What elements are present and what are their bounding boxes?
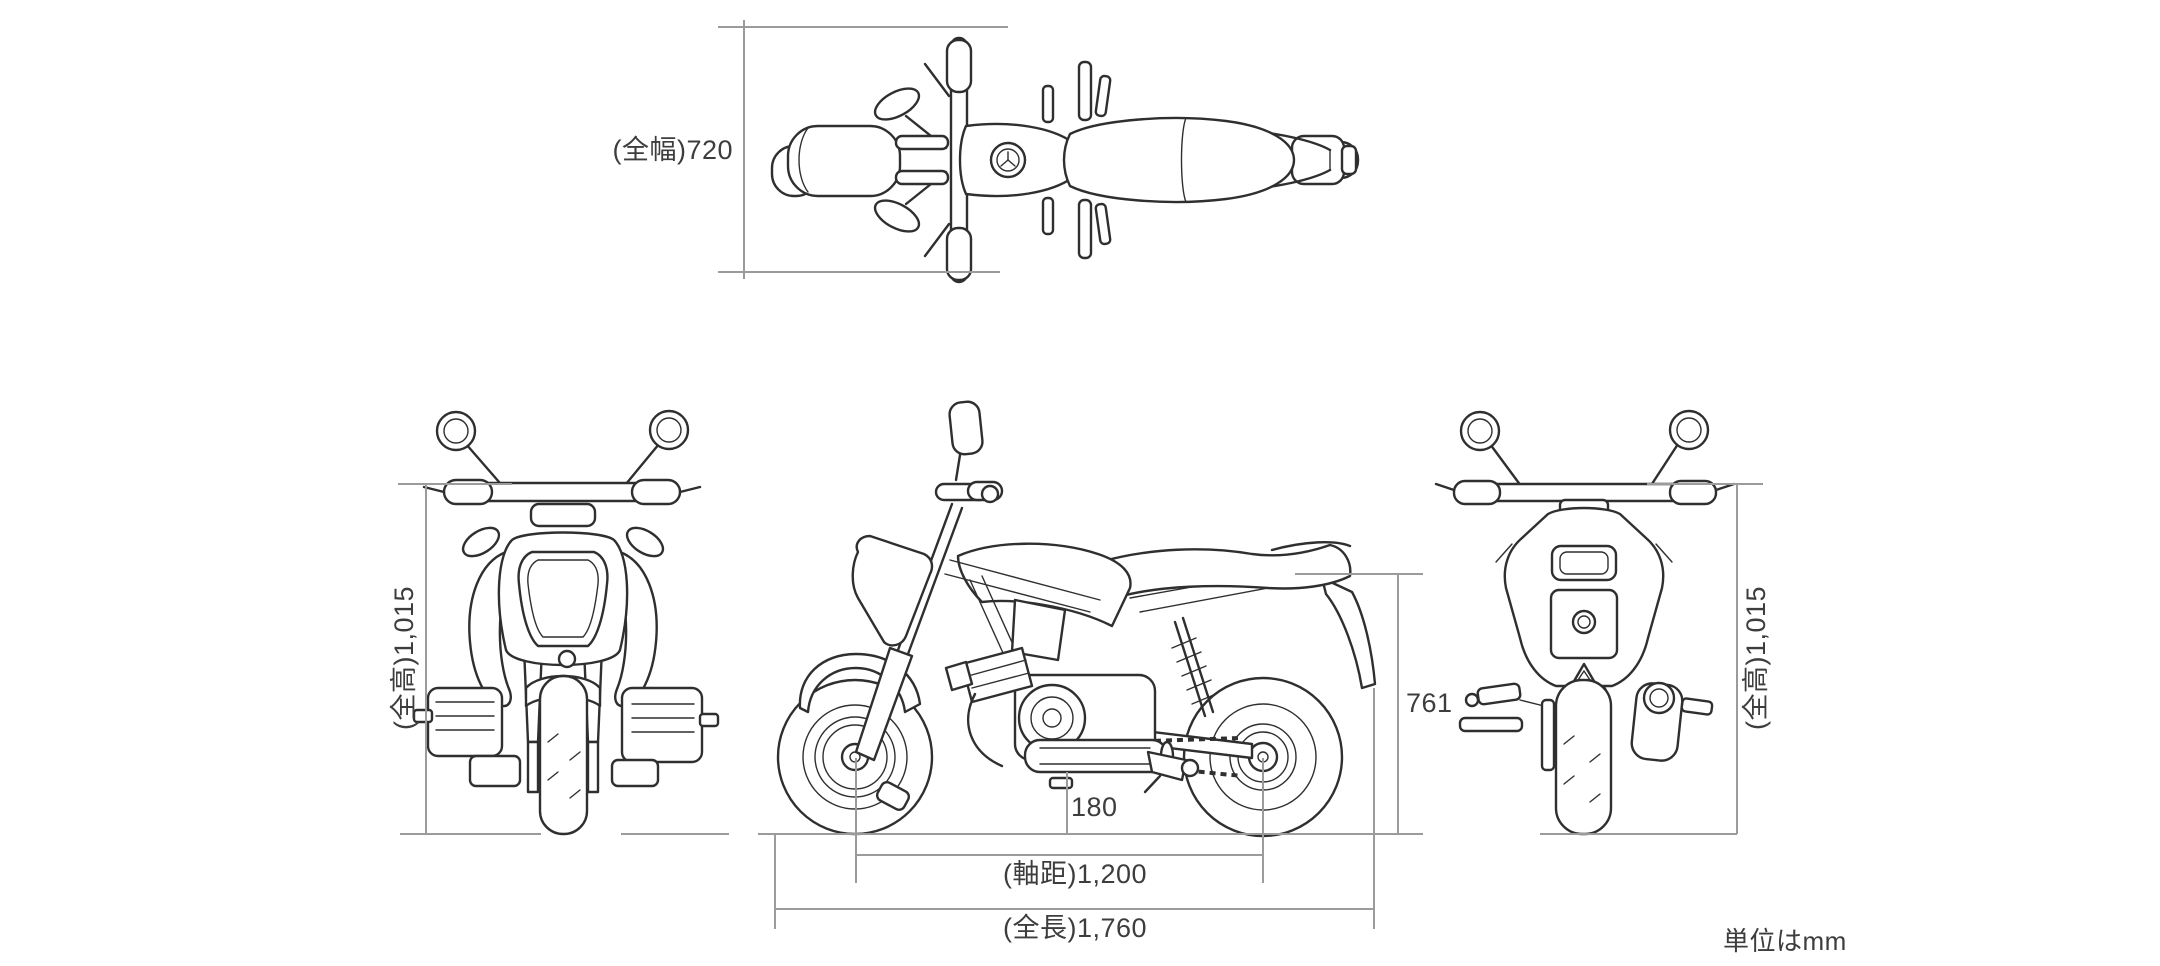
front-view-dimensions: (全高)1,015 <box>389 483 729 835</box>
top-view: (全幅)720 <box>612 20 1360 284</box>
chain-icon <box>1121 736 1241 744</box>
overall-width-label: (全幅)720 <box>612 135 733 165</box>
mirror-icon <box>435 410 477 452</box>
taillight-icon <box>1340 144 1358 176</box>
mirror-icon <box>873 87 921 121</box>
instrument-cluster-icon <box>529 502 597 528</box>
mirror-icon <box>948 400 984 456</box>
ground-clearance-label: 180 <box>1071 792 1118 822</box>
top-view-drawing <box>770 36 1360 284</box>
top-view-dimensions: (全幅)720 <box>612 20 1008 279</box>
overall-length-label: (全長)1,760 <box>1003 913 1147 943</box>
seat-height-label: 761 <box>1406 688 1453 718</box>
brake-caliper-icon <box>875 781 911 811</box>
side-view: 761 180 (軸距)1,200 (全長)1,760 <box>758 400 1453 943</box>
units-note: 単位はmm <box>1723 926 1847 956</box>
rear-view: (全高)1,015 <box>1434 409 1771 836</box>
grab-rail-icon <box>1270 541 1352 552</box>
front-height-label: (全高)1,015 <box>389 586 419 730</box>
front-view: (全高)1,015 <box>389 409 729 836</box>
taillight-icon <box>1550 544 1618 582</box>
side-view-drawing <box>776 400 1377 838</box>
side-view-dimensions: 761 180 (軸距)1,200 (全長)1,760 <box>758 573 1453 943</box>
rear-height-label: (全高)1,015 <box>1741 586 1771 730</box>
mirror-icon <box>1668 409 1710 451</box>
horn-icon <box>557 649 577 669</box>
muffler-icon <box>1023 738 1169 774</box>
mirror-icon <box>648 409 690 451</box>
mirror-icon <box>873 199 921 233</box>
rear-view-drawing <box>1434 409 1736 836</box>
wheelbase-label: (軸距)1,200 <box>1003 859 1147 889</box>
rear-view-dimensions: (全高)1,015 <box>1540 483 1771 835</box>
reflector-icon <box>1571 609 1597 635</box>
mirror-icon <box>1459 410 1501 452</box>
front-view-drawing <box>412 409 720 836</box>
headlight-icon <box>517 550 609 648</box>
